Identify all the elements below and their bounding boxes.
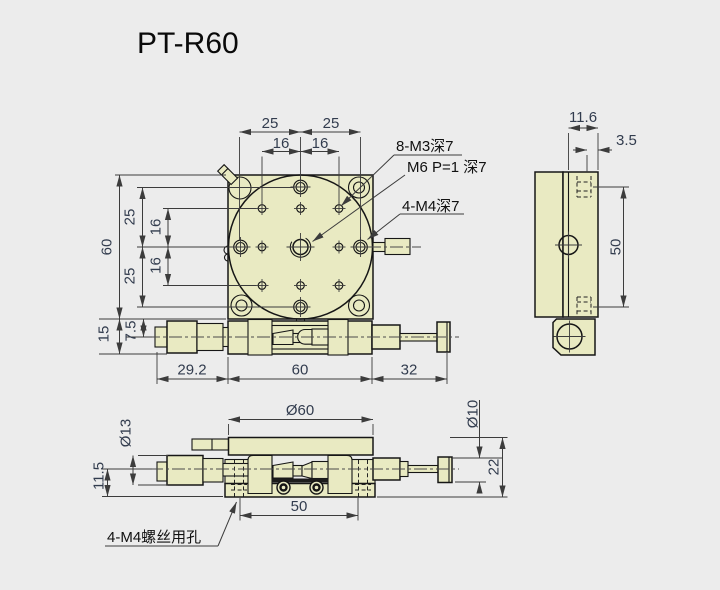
dim-left-25-upper: 25 <box>122 209 139 226</box>
dim-left-60: 60 <box>99 239 116 256</box>
front-screws <box>276 480 324 495</box>
callout-4-m4-screw-holes: 4-M4螺丝用孔 <box>107 529 201 546</box>
dim-left-16-upper: 16 <box>148 219 165 236</box>
m6-center-hole <box>286 233 315 261</box>
dim-front-dia13: Ø13 <box>118 419 135 447</box>
dim-top-16-left: 16 <box>273 135 290 152</box>
side-adjust-knob <box>368 237 421 256</box>
side-micrometer-bracket <box>552 318 596 356</box>
plan-dimensions: 25 25 16 16 60 25 16 16 25 15 7.5 <box>96 115 487 384</box>
dim-left-16-lower: 16 <box>148 257 165 274</box>
dim-top-25-left: 25 <box>262 115 279 132</box>
dim-front-50: 50 <box>291 498 308 515</box>
hidden-thread-top <box>576 176 592 198</box>
corner-counterbores <box>230 176 371 317</box>
dim-side-3-5: 3.5 <box>616 132 637 149</box>
dim-side-11-6: 11.6 <box>569 109 597 126</box>
plan-front-strip <box>147 318 459 356</box>
side-view: 11.6 3.5 50 <box>534 109 637 356</box>
hidden-thread-bottom <box>576 296 592 317</box>
dim-front-11-5: 11.5 <box>91 462 108 490</box>
dim-top-25-right: 25 <box>323 115 340 132</box>
callout-4-m4: 4-M4深7 <box>402 198 460 215</box>
dim-front-dia10: Ø10 <box>465 400 482 428</box>
lock-lever <box>216 163 239 186</box>
page-title: PT-R60 <box>137 27 239 60</box>
callout-8-m3: 8-M3深7 <box>396 138 454 155</box>
dim-left-25-lower: 25 <box>122 268 139 285</box>
dim-bottom-29-2: 29.2 <box>177 362 206 379</box>
front-stage-plate <box>227 436 374 456</box>
dim-top-16-right: 16 <box>312 135 329 152</box>
dim-front-22: 22 <box>486 459 503 476</box>
front-rod-knob <box>372 456 453 484</box>
dim-bottom-60: 60 <box>292 362 309 379</box>
dim-front-dia60: Ø60 <box>286 402 314 419</box>
dim-side-50: 50 <box>608 239 625 256</box>
front-lock-lever <box>191 438 230 451</box>
callout-m6: M6 P=1 深7 <box>407 159 487 176</box>
dim-bottom-32: 32 <box>401 362 418 379</box>
front-view: Ø60 Ø13 11.5 Ø10 22 50 4-M4螺丝用孔 <box>91 400 508 547</box>
hidden-m4-holes <box>231 460 371 497</box>
front-micrometer <box>156 454 249 486</box>
m3-holes <box>255 202 346 292</box>
dim-left-7-5: 7.5 <box>123 321 140 342</box>
dim-left-15: 15 <box>96 326 113 343</box>
plan-view <box>216 163 421 331</box>
lever-boss <box>228 176 252 200</box>
